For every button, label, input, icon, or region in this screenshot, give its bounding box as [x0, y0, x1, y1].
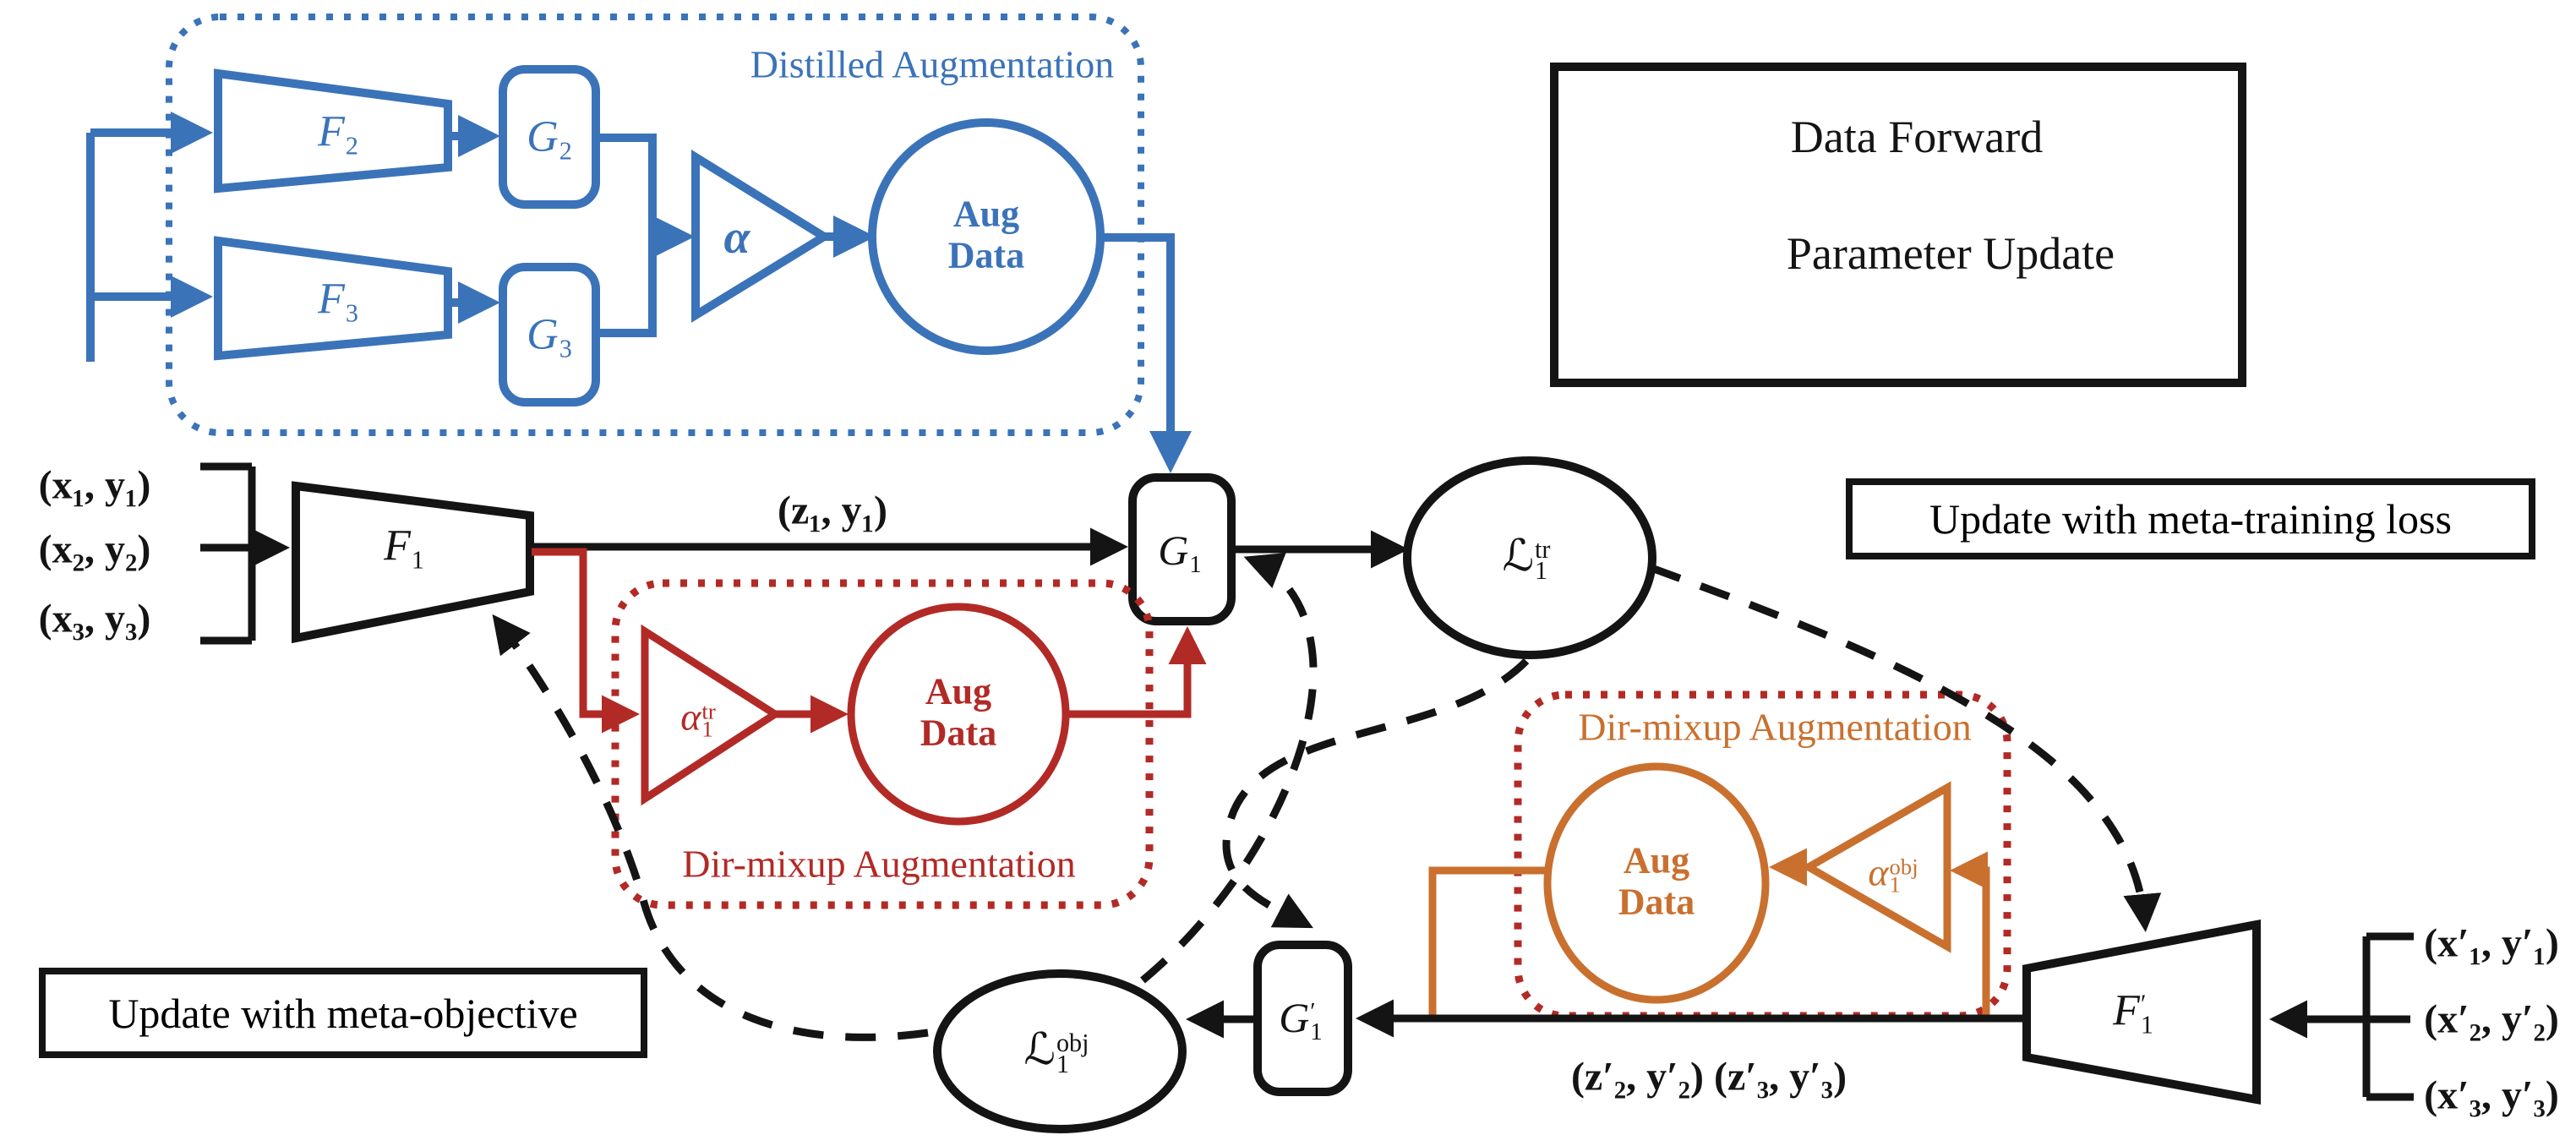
- f1p-label: F′1: [2113, 986, 2153, 1040]
- f3-shape: [214, 236, 452, 361]
- z1-y1-label: (z₁, y₁): [777, 488, 888, 533]
- dir-mixup-red-border: [611, 579, 1154, 909]
- distilled-augmentation-border: [166, 14, 1144, 436]
- update-l1tr-to-f1p: [1650, 564, 2162, 932]
- dir-mixup-orange-title: Dir-mixup Augmentation: [1578, 705, 1972, 749]
- z23-prime-label: (z′₂, y′₂) (z′₃, y′₃): [1570, 1054, 1847, 1100]
- distilled-augmentation-title: Distilled Augmentation: [750, 42, 1115, 86]
- input-3-label: (x₃, y₃): [38, 596, 151, 641]
- update-meta-training-box: Update with meta-training loss: [1846, 478, 2535, 559]
- alpha-label: α: [723, 211, 750, 264]
- aug-data-blue-label: Aug Data: [947, 193, 1025, 276]
- f1-to-alpha1tr-line: [532, 548, 640, 734]
- alpha1tr-shape: [641, 624, 783, 806]
- g1p-shape: [1253, 941, 1352, 1096]
- g1-shape: [1128, 473, 1236, 625]
- l1obj-shape: [933, 969, 1187, 1133]
- input-2-label: (x₂, y₂): [38, 527, 151, 572]
- update-meta-objective-label: Update with meta-objective: [108, 989, 578, 1037]
- legend-parameter-update-label: Parameter Update: [1786, 228, 2115, 279]
- input-1-prime-label: (x′₁, y′₁): [2424, 920, 2559, 966]
- f1-shape: [292, 481, 534, 644]
- input-bracket: [200, 462, 256, 645]
- augdata-to-g1-arrow: [1100, 233, 1192, 473]
- g1p-label: G′1: [1279, 993, 1323, 1045]
- dir-mixup-red-title: Dir-mixup Augmentation: [682, 842, 1076, 886]
- update-meta-training-label: Update with meta-training loss: [1929, 495, 2452, 543]
- f1p-shape: [2022, 919, 2261, 1105]
- aug-data-orange-circle: [1543, 762, 1770, 1004]
- augdata-orange-to-g1p-line: [1428, 866, 1549, 1017]
- dir-mixup-orange-border: [1514, 690, 2011, 1020]
- l1tr-shape: [1403, 456, 1656, 659]
- input-1-label: (x₁, y₁): [38, 462, 151, 508]
- alpha1obj-shape: [1800, 781, 1951, 953]
- legend-data-forward-label: Data Forward: [1790, 112, 2044, 162]
- legend-box: [1550, 63, 2246, 387]
- f1p-to-alpha1obj-line: [1950, 851, 1990, 1018]
- update-l1obj-to-f1: [492, 614, 929, 1041]
- augdata-red-to-g1-arrow: [1066, 626, 1207, 718]
- alpha-shape: [691, 150, 832, 323]
- g2-g3-junction: [596, 134, 657, 337]
- update-l1obj-to-g1: [1140, 553, 1318, 984]
- input-3-prime-label: (x′₃, y′₃): [2424, 1072, 2559, 1118]
- aug-data-red-label: Aug Data: [920, 670, 997, 754]
- update-meta-objective-box: Update with meta-objective: [39, 968, 647, 1058]
- aug-data-orange-label: Aug Data: [1618, 839, 1695, 923]
- input-2-prime-label: (x′₂, y′₂): [2424, 996, 2559, 1042]
- update-l1tr-to-g1p: [1222, 658, 1530, 929]
- f2-shape: [214, 68, 452, 194]
